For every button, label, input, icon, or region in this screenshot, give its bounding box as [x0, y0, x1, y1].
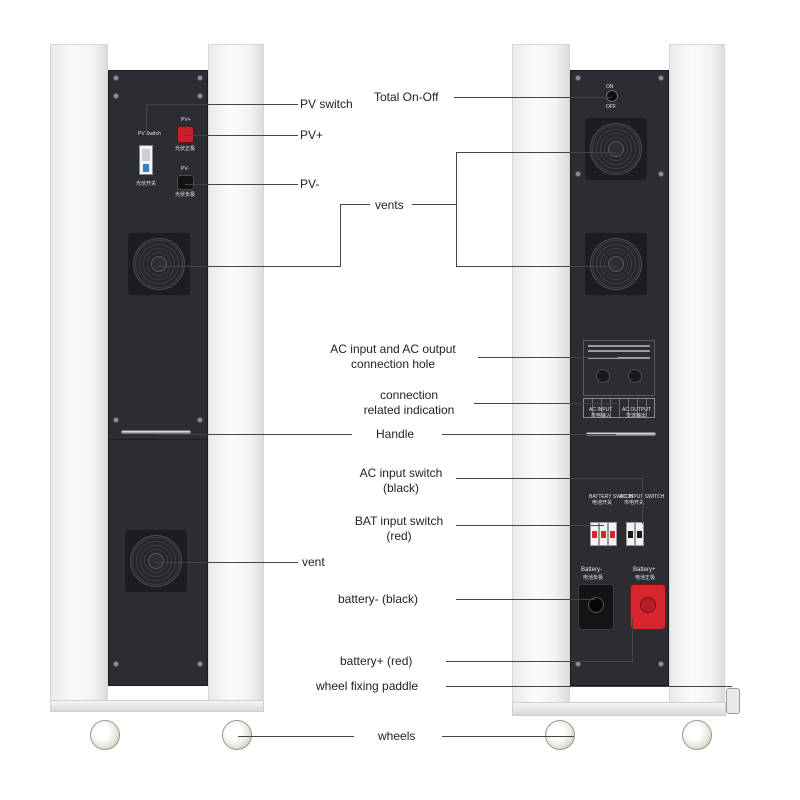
total-switch-off: OFF	[606, 104, 616, 110]
panel-seam	[109, 439, 207, 440]
leader-vents-right-h2	[456, 152, 616, 153]
bat-breaker-pole-3[interactable]	[608, 522, 617, 546]
leader-vents-right-h3	[456, 266, 616, 267]
leader-pv-switch-v	[146, 104, 147, 134]
leader-wheel-fixing-paddle	[446, 686, 732, 687]
pv-switch-cn: 光伏开关	[136, 181, 157, 187]
ac-input-cn: 市电输入	[591, 413, 612, 419]
label-total-on-off: Total On-Off	[374, 90, 439, 104]
pv-minus-connector[interactable]	[177, 175, 194, 190]
wheel-fixing-paddle[interactable]	[726, 688, 740, 714]
pv-plus-connector[interactable]	[177, 126, 194, 143]
leader-pv-plus	[185, 135, 298, 136]
leader-battery-plus-h	[446, 661, 632, 662]
ac-input-tag: AC INPUT	[589, 407, 613, 413]
ac-output-hole[interactable]	[628, 369, 642, 383]
ac-breaker-pole-2[interactable]	[635, 522, 644, 546]
pv-minus-cn: 光伏负极	[175, 192, 196, 198]
leader-ac-connection	[478, 357, 618, 358]
leader-vent	[156, 562, 298, 563]
leader-pv-minus	[185, 184, 298, 185]
battery-switch-tag: BATTERY SWITCH	[589, 494, 633, 500]
total-switch-on: ON	[606, 84, 614, 90]
right-upper-vent	[585, 118, 647, 180]
left-rear-wheel	[222, 720, 252, 750]
bat-breaker-pole-2[interactable]	[599, 522, 608, 546]
label-vent: vent	[302, 555, 325, 569]
label-ac-connection-line1: AC input and AC output	[330, 342, 456, 356]
label-battery-plus: battery+ (red)	[340, 654, 413, 668]
label-connection-indication-line2: related indication	[363, 403, 455, 417]
label-bat-input-switch-line2: (red)	[386, 529, 412, 543]
label-vents: vents	[375, 198, 404, 212]
battery-plus-cn: 电池正极	[635, 575, 656, 581]
label-pv-plus: PV+	[300, 128, 324, 142]
leader-bat-input-switch	[456, 525, 604, 526]
bat-breaker-pole-1[interactable]	[590, 522, 599, 546]
left-unit-back-panel	[108, 70, 208, 686]
leader-handle-right	[442, 434, 616, 435]
leader-handle-left	[156, 434, 352, 435]
ac-input-hole[interactable]	[596, 369, 610, 383]
ac-input-switch-cn: 市电开关	[624, 500, 645, 506]
label-bat-input-switch-line1: BAT input switch	[354, 514, 444, 528]
ac-output-cn: 交流输出	[626, 413, 647, 419]
total-on-off-switch[interactable]	[606, 90, 618, 102]
left-base	[50, 700, 264, 712]
leader-vents-right-v	[456, 152, 457, 266]
pv-minus-tag: PV-	[181, 166, 190, 172]
leader-total-on-off	[454, 97, 612, 98]
pv-switch[interactable]	[139, 145, 153, 175]
right-unit-left-post	[512, 44, 570, 704]
left-lower-vent	[125, 530, 187, 592]
battery-plus-connector[interactable]	[630, 584, 666, 630]
label-ac-connection-line2: connection hole	[350, 357, 436, 371]
right-lower-vent	[585, 233, 647, 295]
label-handle: Handle	[376, 427, 415, 441]
leader-vents-left-v	[340, 204, 341, 266]
leader-vents-left-h2	[158, 266, 341, 267]
right-front-wheel	[545, 720, 575, 750]
leader-connection-indication	[474, 403, 618, 404]
leader-battery-plus-v	[632, 618, 633, 662]
leader-wheels-right	[442, 736, 574, 737]
ac-breaker-pole-1[interactable]	[626, 522, 635, 546]
label-connection-indication-line1: connection	[379, 388, 439, 402]
label-pv-switch: PV switch	[300, 97, 353, 111]
leader-ac-input-switch-h	[456, 478, 642, 479]
right-unit-right-post	[669, 44, 725, 704]
battery-plus-tag: Battery+	[633, 567, 656, 573]
pv-plus-tag: PV+	[181, 117, 191, 123]
left-unit-left-post	[50, 44, 108, 702]
label-pv-minus: PV-	[300, 177, 320, 191]
leader-vents-right-h1	[412, 204, 456, 205]
leader-pv-switch	[146, 104, 298, 105]
ac-connection-plate	[583, 340, 655, 396]
leader-ac-input-switch-v	[642, 478, 643, 524]
left-unit-right-post	[208, 44, 264, 702]
right-rear-wheel	[682, 720, 712, 750]
pv-switch-tag: PV Switch	[138, 131, 161, 137]
battery-minus-tag: Battery-	[581, 567, 603, 573]
ac-output-tag: AC OUTPUT	[622, 407, 651, 413]
label-ac-input-switch-line2: (black)	[382, 481, 419, 495]
battery-minus-connector[interactable]	[578, 584, 614, 630]
leader-wheels-left	[238, 736, 354, 737]
left-front-wheel	[90, 720, 120, 750]
right-base	[512, 702, 726, 716]
leader-vents-left-h1	[340, 204, 370, 205]
battery-minus-cn: 电池负极	[583, 575, 604, 581]
label-battery-minus: battery- (black)	[338, 592, 419, 606]
pv-plus-cn: 光伏正极	[175, 146, 196, 152]
left-upper-vent	[128, 233, 190, 295]
left-handle[interactable]	[121, 430, 191, 434]
label-wheels: wheels	[378, 729, 416, 743]
label-wheel-fixing-paddle: wheel fixing paddle	[316, 679, 419, 693]
label-ac-input-switch-line1: AC input switch	[359, 466, 443, 480]
leader-battery-minus	[456, 599, 596, 600]
battery-switch-cn: 电池开关	[592, 500, 613, 506]
